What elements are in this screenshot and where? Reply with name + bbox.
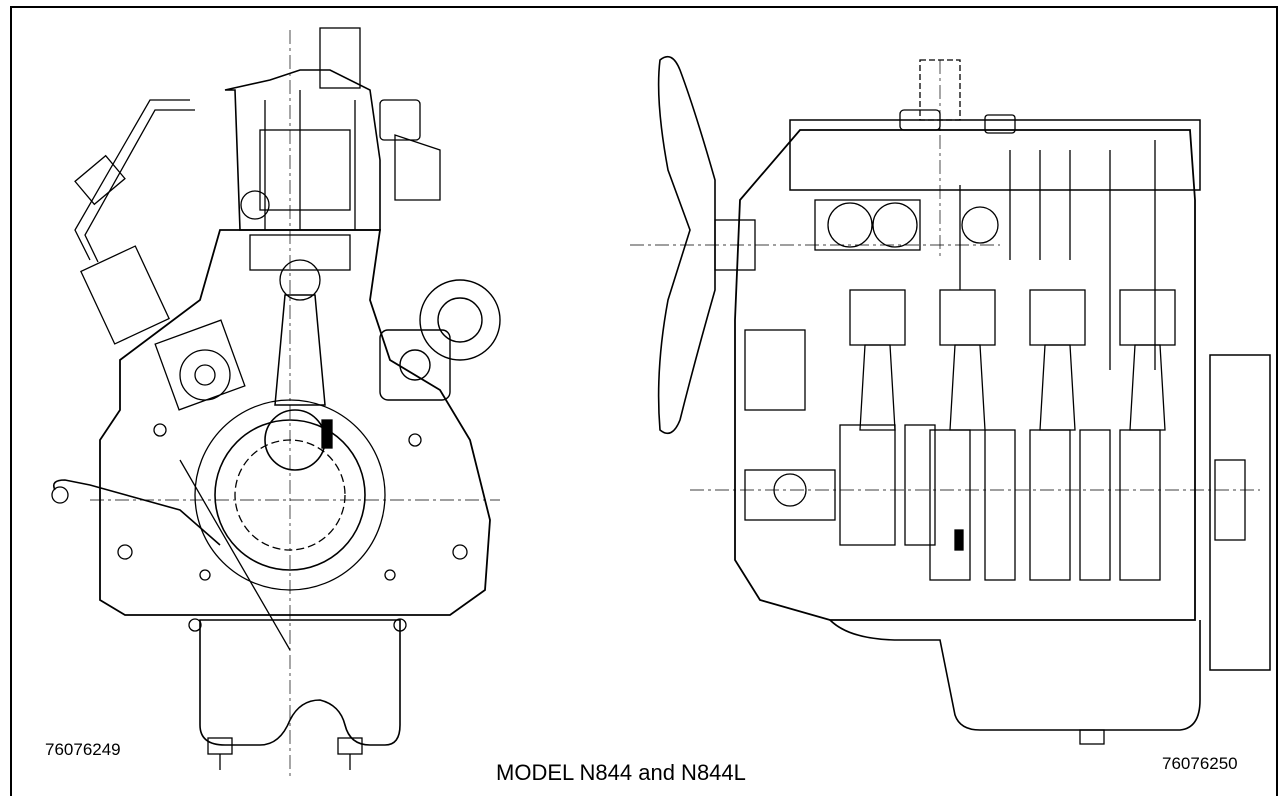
injection-pump (74, 99, 246, 411)
rear-plate (1209, 354, 1271, 671)
piston (249, 234, 351, 271)
crankshaft (839, 424, 1161, 581)
case-bolts (117, 423, 468, 632)
piston-pin (279, 259, 321, 301)
right-view-reference-number: 76076250 (1162, 754, 1238, 773)
side-oil-pan (829, 619, 1201, 731)
big-end (264, 409, 326, 471)
dipstick (52, 479, 221, 546)
left-view-reference-number: 76076249 (45, 740, 121, 759)
engine-block (734, 129, 1196, 621)
side-section-view (630, 55, 1271, 745)
pistons (849, 289, 1176, 431)
crank-bore (214, 419, 366, 571)
cylinder-head (224, 69, 381, 231)
flywheel (657, 55, 716, 435)
crankcase-outline (99, 229, 491, 616)
valves (959, 140, 1156, 370)
alternator (379, 279, 501, 401)
front-section-view (51, 27, 501, 780)
figure-frame (10, 6, 1278, 796)
oil-sump (199, 619, 401, 746)
big-end-bearing-mark (321, 419, 333, 449)
intake-stub (319, 27, 361, 89)
connecting-rod (274, 294, 326, 406)
figure-caption: MODEL N844 and N844L (496, 760, 746, 785)
